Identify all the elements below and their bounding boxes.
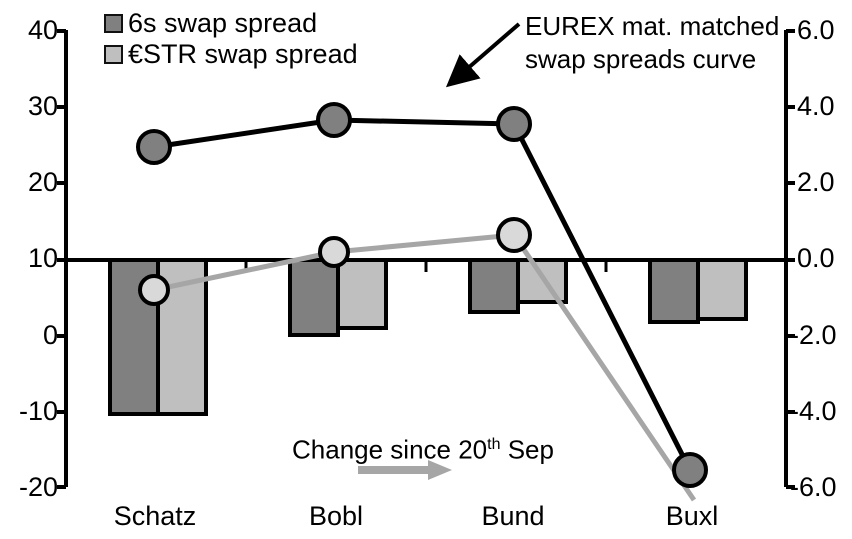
left-axis-tick-10: 10 [27, 243, 58, 273]
x-axis-label-bobl: Bobl [308, 501, 364, 531]
bar-estr-buxl [696, 258, 748, 321]
left-axis-tick-40: 40 [27, 15, 58, 45]
annotation-eurex-line1: EUREX mat. matched [525, 11, 780, 41]
left-axis-tick-30: 30 [27, 91, 58, 121]
bar-estr-bund [516, 258, 568, 304]
legend-swatch-light-icon [104, 45, 123, 64]
right-axis-tick-4: 4.0 [797, 91, 835, 121]
marker-change-schatz [138, 274, 170, 306]
marker-change-bobl [318, 236, 350, 268]
x-axis-label-buxl: Buxl [665, 501, 719, 531]
x-axis-ticks [64, 260, 788, 272]
annotation-arrow-change-icon [358, 460, 452, 480]
right-axis-tick-neg6: -6.0 [790, 472, 837, 502]
annotation-arrow-eurex-icon [445, 22, 521, 88]
x-axis-label-schatz: Schatz [113, 501, 197, 531]
legend: 6s swap spread €STR swap spread [104, 8, 358, 70]
annotation-change-prefix: Change since 20 [292, 434, 488, 465]
legend-item-estr: €STR swap spread [104, 39, 358, 70]
legend-label-estr: €STR swap spread [128, 39, 358, 69]
right-axis-tick-2: 2.0 [797, 167, 835, 197]
marker-eurex-bund [496, 106, 532, 142]
right-axis-spine [784, 29, 795, 489]
marker-eurex-buxl [672, 452, 708, 488]
marker-eurex-bobl [316, 102, 352, 138]
series-line-eurex [153, 117, 693, 472]
legend-label-6s: 6s swap spread [128, 8, 318, 38]
annotation-change-suffix: Sep [500, 434, 554, 465]
annotation-eurex-line2: swap spreads curve [525, 44, 757, 74]
left-axis-tick-neg20: -20 [18, 472, 58, 502]
series-line-change-since [153, 232, 697, 502]
marker-eurex-schatz [136, 129, 172, 165]
left-axis-tick-0: 0 [42, 320, 58, 350]
right-axis-tick-0: 0.0 [797, 243, 835, 273]
bar-6s-bobl [288, 258, 340, 337]
left-axis-spine [57, 29, 68, 489]
left-axis-tick-20: 20 [27, 167, 58, 197]
right-axis-tick-neg4: -4.0 [790, 396, 837, 426]
legend-swatch-dark-icon [104, 14, 123, 33]
left-axis-tick-neg10: -10 [18, 396, 58, 426]
bar-6s-bund [468, 258, 520, 314]
right-axis-tick-neg2: -2.0 [790, 320, 837, 350]
bar-6s-buxl [648, 258, 700, 324]
right-axis-tick-6: 6.0 [797, 15, 835, 45]
x-axis-label-bund: Bund [481, 501, 545, 531]
legend-item-6s: 6s swap spread [104, 8, 358, 39]
annotation-change-ordinal: th [487, 436, 501, 453]
annotation-change-since: Change since 20th Sep [292, 430, 554, 465]
bar-estr-bobl [336, 258, 388, 330]
marker-change-bund [496, 217, 532, 253]
